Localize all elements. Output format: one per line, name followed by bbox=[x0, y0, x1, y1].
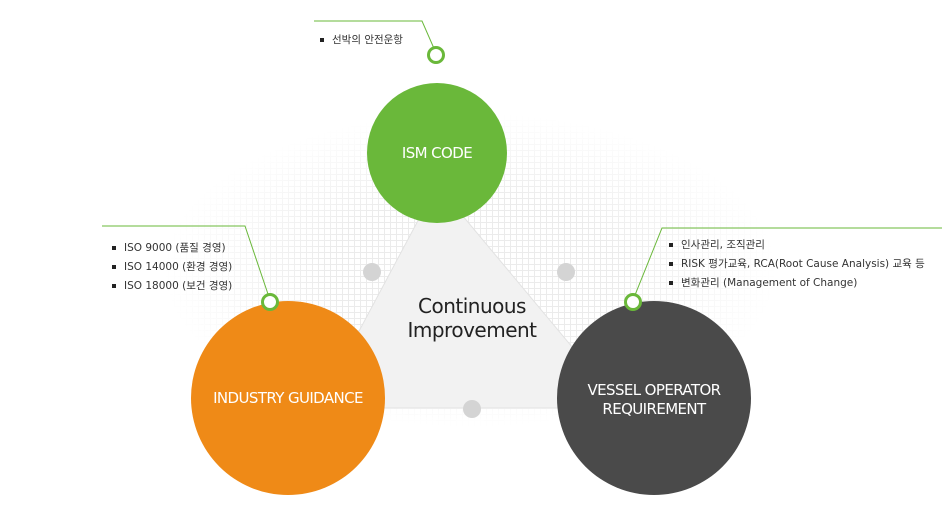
industry-callout-item: ISO 9000 (품질 경영) bbox=[111, 239, 232, 258]
vessel-operator-label: VESSEL OPERATOR REQUIREMENT bbox=[557, 380, 751, 420]
center-label-line1: Continuous bbox=[418, 294, 526, 318]
industry-guidance-circle bbox=[191, 301, 385, 495]
industry-callout-item: ISO 18000 (보건 경영) bbox=[111, 277, 232, 296]
ism-anchor-marker bbox=[427, 46, 445, 64]
industry-callout-item: ISO 14000 (환경 경영) bbox=[111, 258, 232, 277]
vessel-callout-item: 변화관리 (Management of Change) bbox=[668, 274, 925, 293]
vessel-callout-line bbox=[632, 227, 942, 301]
industry-callout-line bbox=[102, 225, 271, 301]
vessel-callout-item: RISK 평가교육, RCA(Root Cause Analysis) 교육 등 bbox=[668, 255, 925, 274]
vessel-callout-item: 인사관리, 조직관리 bbox=[668, 236, 925, 255]
connector-dot-left bbox=[363, 263, 381, 281]
industry-anchor-marker bbox=[261, 293, 279, 311]
vessel-operator-circle bbox=[557, 301, 751, 495]
vessel-label-line2: REQUIREMENT bbox=[602, 400, 706, 418]
ism-callout-line bbox=[314, 20, 437, 54]
industry-callout-list: ISO 9000 (품질 경영) ISO 14000 (환경 경영) ISO 1… bbox=[111, 239, 232, 296]
connector-dot-bottom bbox=[463, 400, 481, 418]
center-label-line2: Improvement bbox=[407, 318, 537, 342]
center-label: Continuous Improvement bbox=[372, 294, 572, 342]
ism-callout-item: 선박의 안전운항 bbox=[319, 31, 403, 50]
vessel-anchor-marker bbox=[624, 293, 642, 311]
ism-code-label: ISM CODE bbox=[401, 143, 473, 162]
vessel-callout-list: 인사관리, 조직관리 RISK 평가교육, RCA(Root Cause Ana… bbox=[668, 236, 925, 293]
ism-code-circle bbox=[367, 83, 507, 223]
industry-guidance-label: INDUSTRY GUIDANCE bbox=[213, 388, 363, 407]
connector-dot-right bbox=[557, 263, 575, 281]
vessel-label-line1: VESSEL OPERATOR bbox=[587, 381, 721, 399]
ism-callout-list: 선박의 안전운항 bbox=[319, 31, 403, 50]
